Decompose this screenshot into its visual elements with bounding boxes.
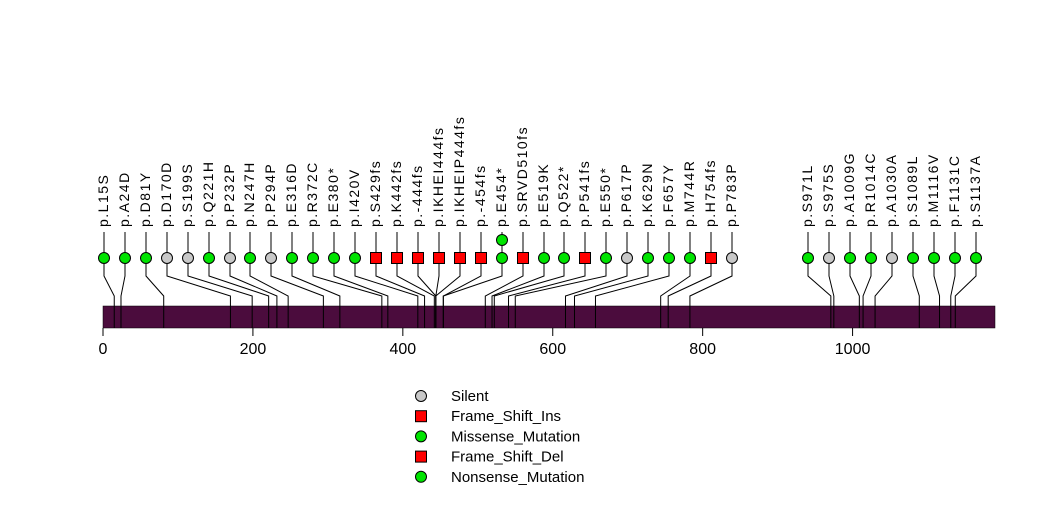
legend-label-nonsense-mutation: Nonsense_Mutation [451, 469, 584, 486]
mutation-label-p-s199s: p.S199S [179, 163, 195, 227]
mutation-label-p-e454: p.E454* [493, 167, 509, 227]
mutation-marker-p-s975s[interactable] [823, 252, 835, 264]
mutation-label-p-i420v: p.I420V [346, 168, 362, 227]
mutation-marker-p-n247h[interactable] [244, 252, 256, 264]
mutation-label-p-k442fs: p.K442fs [388, 160, 404, 227]
mutation-label-p-p294p: p.P294P [262, 163, 278, 227]
mutation-marker-p-i420v[interactable] [349, 252, 361, 264]
mutation-marker-p-s1089l[interactable] [907, 252, 919, 264]
legend-label-frame-shift-del: Frame_Shift_Del [451, 449, 564, 466]
x-axis-tick-label: 400 [389, 341, 416, 358]
mutation-marker-p-p783p[interactable] [726, 252, 738, 264]
mutation-label-p-a1030a: p.A1030A [883, 154, 899, 228]
mutation-label-p-srvd510fs: p.SRVD510fs [514, 126, 530, 227]
mutation-label-p-h754fs: p.H754fs [702, 159, 718, 227]
legend-marker-silent-icon [415, 390, 427, 402]
legend-marker-nonsense-mutation-icon [415, 470, 427, 483]
mutation-label-p-f657y: p.F657Y [660, 164, 676, 227]
mutation-marker-p-l15s[interactable] [98, 252, 110, 264]
mutation-marker-p-ikheip444fs[interactable] [454, 252, 466, 264]
mutation-label-p-a1009g: p.A1009G [841, 152, 857, 227]
mutation-marker-p-a1030a[interactable] [886, 252, 898, 264]
mutation-marker-p-r372c[interactable] [307, 252, 319, 264]
mutation-marker-p-s971l[interactable] [802, 252, 814, 264]
mutation-label-p-l15s: p.L15S [95, 174, 111, 227]
legend-label-frame-shift-ins: Frame_Shift_Ins [451, 408, 561, 425]
mutation-marker-p-e519k[interactable] [538, 252, 550, 264]
legend-label-silent: Silent [451, 388, 489, 405]
mutation-label-p-q221h: p.Q221H [200, 160, 216, 227]
mutation-label-p-p783p: p.P783P [723, 163, 739, 227]
mutation-label-p-m1116v: p.M1116V [925, 153, 941, 227]
mutation-label-p-s971l: p.S971L [799, 164, 815, 227]
protein-bar [102, 305, 996, 329]
mutation-marker-p-p541fs[interactable] [579, 252, 591, 264]
mutation-label-p-e519k: p.E519K [535, 163, 551, 227]
mutation-marker-p-444fs[interactable] [412, 252, 424, 264]
mutation-marker-p-q522[interactable] [558, 252, 570, 264]
mutation-label-p-ikhei444fs: p.IKHEI444fs [430, 127, 446, 228]
x-axis-tick-label: 800 [689, 341, 716, 358]
x-axis-tick-label: 1000 [835, 341, 871, 358]
mutation-marker-p-f657y[interactable] [663, 252, 675, 264]
mutation-label-p-d170d: p.D170D [158, 161, 174, 227]
mutation-label-p-454fs: p.-454fs [472, 164, 488, 227]
mutation-marker-p-k442fs[interactable] [391, 252, 403, 264]
mutation-label-p-a24d: p.A24D [116, 171, 132, 227]
mutation-label-p-e316d: p.E316D [283, 162, 299, 227]
mutation-marker-p-e454[interactable] [496, 234, 508, 246]
mutation-label-p-d81y: p.D81Y [137, 171, 153, 227]
mutation-label-p-r1014c: p.R1014C [862, 152, 878, 227]
mutation-label-p-k629n: p.K629N [639, 162, 655, 227]
mutation-marker-p-s199s[interactable] [182, 252, 194, 264]
mutation-label-p-f1131c: p.F1131C [946, 155, 962, 227]
mutation-label-p-e380: p.E380* [325, 167, 341, 227]
mutation-label-p-s975s: p.S975S [820, 163, 836, 227]
mutation-label-p-p541fs: p.P541fs [576, 160, 592, 227]
mutation-label-p-n247h: p.N247H [241, 161, 257, 227]
mutation-marker-p-f1131c[interactable] [949, 252, 961, 264]
mutation-marker-p-d170d[interactable] [161, 252, 173, 264]
mutation-marker-p-e316d[interactable] [286, 252, 298, 264]
legend-marker-missense-mutation-icon [415, 430, 427, 443]
mutation-label-p-q522: p.Q522* [555, 165, 571, 227]
x-axis-tick-label: 600 [539, 341, 566, 358]
mutation-marker-p-e550[interactable] [600, 252, 612, 264]
x-axis-tick-label: 0 [99, 341, 108, 358]
mutation-marker-p-m744r[interactable] [684, 252, 696, 264]
mutation-label-p-p232p: p.P232P [221, 163, 237, 227]
mutation-label-p-s1089l: p.S1089L [904, 155, 920, 227]
mutation-marker-p-a24d[interactable] [119, 252, 131, 264]
mutation-label-p-s1137a: p.S1137A [967, 155, 983, 227]
mutation-marker-p-d81y[interactable] [140, 252, 152, 264]
mutation-marker-p-454fs[interactable] [475, 252, 487, 264]
mutation-label-p-s429fs: p.S429fs [367, 160, 383, 227]
mutation-marker-p-e454[interactable] [496, 252, 508, 264]
mutation-label-p-ikheip444fs: p.IKHEIP444fs [451, 116, 467, 227]
mutation-marker-p-ikhei444fs[interactable] [433, 252, 445, 264]
legend-label-missense-mutation: Missense_Mutation [451, 428, 580, 445]
mutation-marker-p-p294p[interactable] [265, 252, 277, 264]
mutation-label-p-m744r: p.M744R [681, 160, 697, 227]
legend-marker-frame-shift-del-icon [415, 450, 427, 463]
mutation-label-p-r372c: p.R372C [304, 161, 320, 227]
x-axis-tick-label: 200 [240, 341, 267, 358]
mutation-marker-p-k629n[interactable] [642, 252, 654, 264]
mutation-marker-p-h754fs[interactable] [705, 252, 717, 264]
mutation-label-p-444fs: p.-444fs [409, 164, 425, 227]
mutation-marker-p-m1116v[interactable] [928, 252, 940, 264]
mutation-marker-p-srvd510fs[interactable] [517, 252, 529, 264]
mutation-marker-p-p232p[interactable] [224, 252, 236, 264]
mutation-marker-p-a1009g[interactable] [844, 252, 856, 264]
mutation-marker-p-r1014c[interactable] [865, 252, 877, 264]
mutation-marker-p-s1137a[interactable] [970, 252, 982, 264]
legend-marker-frame-shift-ins-icon [415, 410, 427, 423]
mutation-marker-p-e380[interactable] [328, 252, 340, 264]
mutation-marker-p-q221h[interactable] [203, 252, 215, 264]
mutation-marker-p-s429fs[interactable] [370, 252, 382, 264]
mutation-label-p-e550: p.E550* [597, 167, 613, 227]
mutation-marker-p-p617p[interactable] [621, 252, 633, 264]
mutation-label-p-p617p: p.P617P [618, 163, 634, 227]
